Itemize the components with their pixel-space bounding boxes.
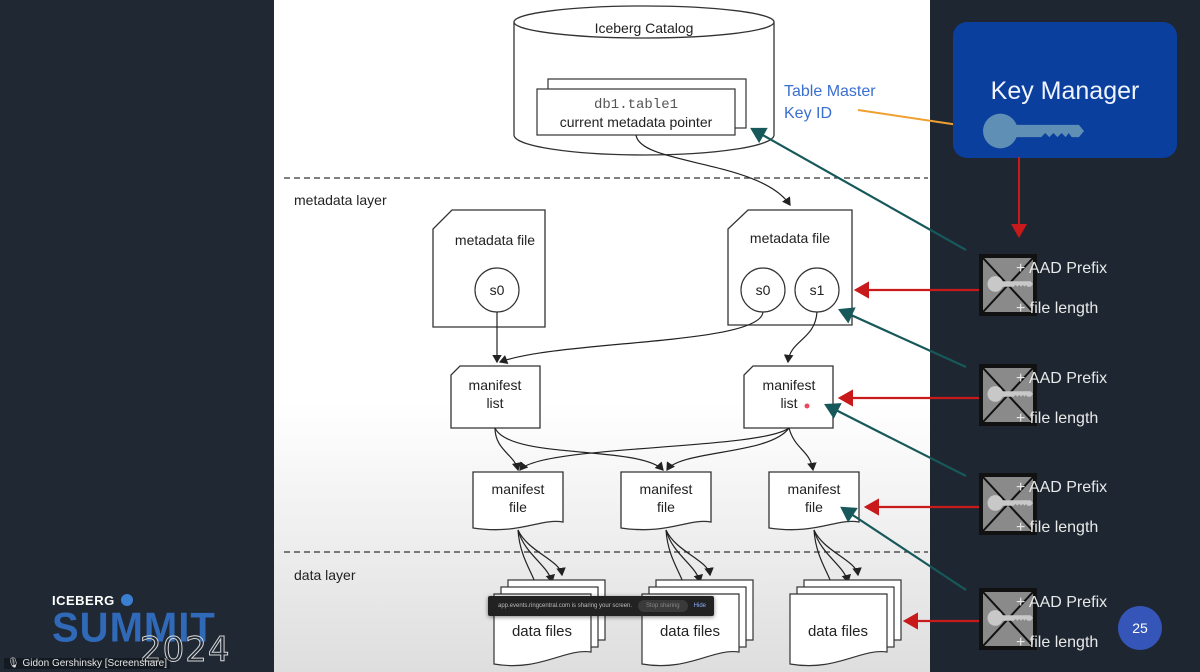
logo-year-text: 2024 <box>140 630 231 671</box>
key-manager-title: Key Manager <box>991 77 1140 105</box>
iceberg-globe-icon <box>121 594 134 606</box>
catalog-title: Iceberg Catalog <box>595 20 694 36</box>
aad-prefix-label: + AAD Prefix <box>1016 594 1108 611</box>
catalog-pointer-card <box>536 88 736 136</box>
pointer-arrow <box>635 134 791 206</box>
muted-mic-icon: 🎙︎ <box>7 658 20 669</box>
data-files-3 <box>789 579 902 667</box>
encryption-key-tile-1: + AAD Prefix + file length <box>979 254 1129 324</box>
snapshot-s0-label: s0 <box>490 282 505 298</box>
snapshot-s0-label-2: s0 <box>756 282 771 298</box>
manifest-file-2: manifest file <box>620 471 712 531</box>
logo-summit-text: SUMMIT <box>52 604 216 652</box>
cursor-pointer-dot <box>804 403 810 409</box>
screen-share-bar: app.events.ringcentral.com is sharing yo… <box>488 596 714 616</box>
metadata-layer-label: metadata layer <box>294 192 387 208</box>
key-envelope-icon <box>979 364 1037 426</box>
s1-arrow <box>783 311 818 364</box>
manifest-list-1-line1: manifest <box>469 377 522 393</box>
metadata-file-2-label: metadata file <box>750 230 830 246</box>
left-sidebar-panel <box>0 0 274 672</box>
manifest-file-1-line1: manifest <box>492 481 545 497</box>
logo-iceberg-text: ICEBERG <box>52 593 115 608</box>
file-length-label: + file length <box>1016 519 1099 536</box>
manifest-file-2-line1: manifest <box>640 481 693 497</box>
manifest-file-2-line2: file <box>657 499 675 515</box>
aad-prefix-label: + AAD Prefix <box>1016 260 1108 277</box>
manifest-file-1: manifest file <box>472 471 564 531</box>
aad-prefix-label: + AAD Prefix <box>1016 479 1108 496</box>
table-name: db1.table1 <box>594 97 678 113</box>
manifest-list-2-line1: manifest <box>763 377 816 393</box>
encryption-key-tile-2: + AAD Prefix + file length <box>979 364 1129 434</box>
slide-page-number: 25 <box>1118 606 1162 650</box>
manifest-list-1: manifest list <box>450 365 541 429</box>
file-length-label: + file length <box>1016 410 1099 427</box>
key-envelope-icon <box>979 254 1037 316</box>
metadata-file-1: metadata file s0 <box>432 209 546 328</box>
manifest-file-3-line2: file <box>805 499 823 515</box>
manifest-list-2-line2: list <box>780 395 797 411</box>
manifest-list-2: manifest list <box>743 365 834 429</box>
aad-prefix-label: + AAD Prefix <box>1016 370 1108 387</box>
s0-shared-arrow <box>498 311 764 365</box>
data-files-1-label: data files <box>512 623 572 640</box>
data-files-3-label: data files <box>808 623 868 640</box>
snapshot-s1-label: s1 <box>810 282 825 298</box>
file-length-label: + file length <box>1016 300 1099 317</box>
manifest-file-3: manifest file <box>768 471 860 531</box>
manifest-arrows <box>494 427 817 472</box>
master-key-label-line1: Table Master <box>784 83 876 100</box>
file-length-label: + file length <box>1016 634 1099 651</box>
presenter-name: Gidon Gershinsky [Screenshare] <box>22 658 167 669</box>
key-envelope-icon <box>979 473 1037 535</box>
metadata-file-2: metadata file s0 s1 <box>727 209 853 326</box>
teal-arrows <box>750 127 967 591</box>
iceberg-summit-logo: ICEBERG SUMMIT 2024 <box>52 592 230 671</box>
metadata-file-1-label: metadata file <box>455 232 535 248</box>
presenter-label: 🎙︎ Gidon Gershinsky [Screenshare] <box>4 658 170 669</box>
share-bar-message: app.events.ringcentral.com is sharing yo… <box>498 603 633 609</box>
manifest-file-1-line2: file <box>509 499 527 515</box>
manifest-list-1-line2: list <box>486 395 503 411</box>
red-arrows <box>837 281 990 630</box>
manifest-file-3-line1: manifest <box>788 481 841 497</box>
data-files-2-label: data files <box>660 623 720 640</box>
hide-share-bar-button[interactable]: Hide <box>693 603 706 609</box>
stop-sharing-button[interactable]: Stop sharing <box>637 600 688 612</box>
encryption-key-tile-3: + AAD Prefix + file length <box>979 473 1129 543</box>
data-layer-label: data layer <box>294 567 356 583</box>
pointer-label: current metadata pointer <box>560 114 713 130</box>
master-key-label-line2: Key ID <box>784 105 832 122</box>
data-files-2 <box>641 579 754 667</box>
encryption-key-tile-4: + AAD Prefix + file length <box>979 588 1129 658</box>
key-envelope-icon <box>979 588 1037 650</box>
